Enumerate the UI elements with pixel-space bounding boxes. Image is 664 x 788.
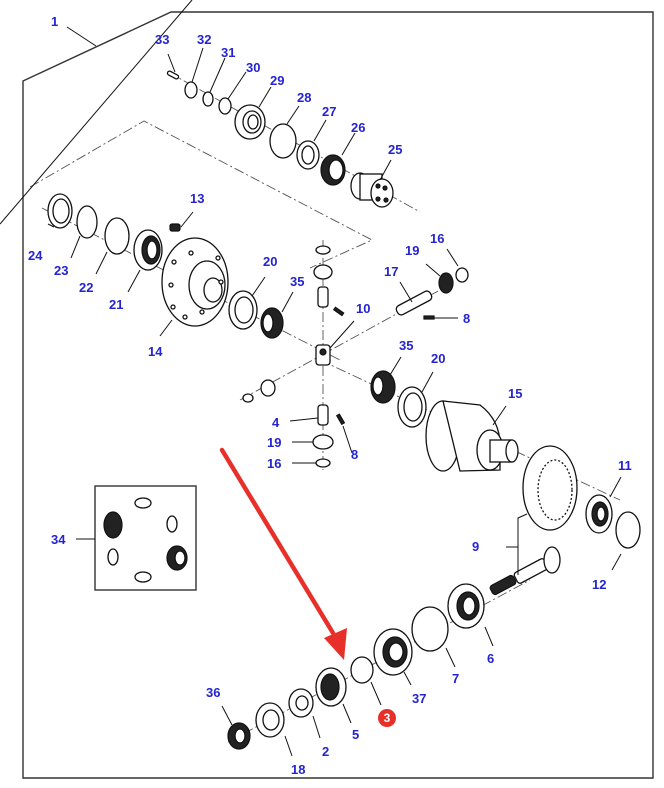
part-15-differential-case: [425, 400, 519, 472]
callout-1: 1: [51, 14, 59, 29]
part-28-ring: [269, 123, 297, 159]
part-30-oring: [218, 97, 232, 115]
part-14-flange-hub: [161, 237, 229, 327]
part-13-bolt: [169, 223, 181, 232]
part-pin-shaft-top: [317, 286, 329, 308]
part-20-washer-upper: [228, 290, 258, 330]
callout-16-lower: 16: [267, 456, 282, 471]
callout-33: 33: [155, 32, 170, 47]
part-21-bearing: [133, 229, 163, 271]
callout-36: 36: [206, 685, 221, 700]
part-16-washer-top: [315, 245, 331, 255]
callout-4: 4: [272, 415, 280, 430]
part-6-bearing: [447, 583, 485, 629]
callout-29: 29: [270, 73, 285, 88]
callout-26: 26: [351, 120, 366, 135]
callout-18: 18: [291, 762, 306, 777]
highlight-arrow: [219, 447, 347, 660]
callout-25: 25: [388, 142, 403, 157]
callout-20-lower: 20: [431, 351, 446, 366]
axis-cross-pin: [239, 289, 441, 401]
callout-16-upper: 16: [430, 231, 445, 246]
part-19-pinion-right: [438, 272, 454, 294]
callout-22: 22: [79, 280, 94, 295]
callout-19-lower: 19: [267, 435, 282, 450]
callout-28: 28: [297, 90, 312, 105]
assembly-frame: [22, 11, 654, 779]
part-35-side-gear-lower: [370, 370, 396, 404]
callout-11: 11: [618, 458, 632, 473]
part-10-cross-block: [315, 344, 331, 366]
callout-35-upper: 35: [290, 274, 305, 289]
part-25-coupling: [350, 172, 394, 208]
part-32-circlip: [184, 81, 198, 99]
callout-17: 17: [384, 264, 399, 279]
part-7-ring: [411, 606, 449, 652]
part-37-bearing: [373, 628, 413, 676]
callout-7: 7: [452, 671, 460, 686]
callout-37: 37: [412, 691, 427, 706]
part-11-bearing: [585, 494, 613, 534]
part-16-washer-lower: [315, 458, 331, 468]
leader-1: [66, 26, 97, 47]
callout-8-upper: 8: [463, 311, 471, 326]
callout-34: 34: [51, 532, 66, 547]
part-31-circlip: [202, 91, 214, 107]
callout-14: 14: [148, 344, 163, 359]
part-8-spring-pin: [332, 306, 345, 317]
callout-19-upper: 19: [405, 243, 420, 258]
callout-12: 12: [592, 577, 607, 592]
part-16-washer-right: [455, 267, 469, 283]
callout-6: 6: [487, 651, 495, 666]
part-23-circlip: [76, 205, 98, 239]
part-19-pinion-lower: [312, 434, 334, 450]
part-4-pin: [317, 404, 329, 426]
part-18-washer: [255, 702, 285, 738]
callout-24: 24: [28, 248, 43, 263]
leader-lines: [0, 0, 622, 757]
callout-8-lower: 8: [351, 447, 359, 462]
part-27-seal: [296, 140, 320, 170]
callout-35-lower: 35: [399, 338, 414, 353]
callout-3-highlighted-badge: 3: [378, 709, 396, 727]
part-2-spacer: [288, 688, 314, 718]
part-33-pin: [166, 70, 180, 80]
part-24-washer: [47, 193, 73, 229]
callout-23: 23: [54, 263, 69, 278]
part-12-circlip: [615, 511, 641, 549]
part-35-side-gear-upper: [260, 307, 284, 339]
callout-2: 2: [322, 744, 330, 759]
callout-30: 30: [246, 60, 261, 75]
part-5-bearing-cone: [315, 667, 347, 707]
part-36-nut: [227, 722, 251, 750]
part-29-bearing: [234, 104, 266, 140]
part-9-pinion-shaft: [489, 546, 561, 596]
callout-31: 31: [221, 45, 236, 60]
part-17-cross-shaft: [395, 290, 433, 316]
callout-20-upper: 20: [263, 254, 278, 269]
callout-27: 27: [322, 104, 337, 119]
callout-15: 15: [508, 386, 523, 401]
part-3-oring-highlighted: [350, 656, 374, 684]
part-8-spring-pin-right: [423, 315, 435, 320]
part-side-washer-left: [242, 379, 276, 403]
callout-10: 10: [356, 301, 371, 316]
part-9-crown-wheel: [522, 445, 578, 531]
part-26-bearing: [320, 154, 346, 186]
callout-21: 21: [109, 297, 124, 312]
callout-9: 9: [472, 539, 480, 554]
callout-5: 5: [352, 727, 360, 742]
part-34-gear-kit-inset: [76, 485, 197, 591]
part-20-washer-lower: [397, 386, 427, 428]
subassembly-outline: [29, 120, 374, 269]
callout-13: 13: [190, 191, 205, 206]
part-19-pinion-top: [313, 264, 333, 280]
part-8-spring-pin-lower: [335, 413, 346, 426]
callout-32: 32: [197, 32, 212, 47]
part-22-ring: [104, 217, 130, 255]
